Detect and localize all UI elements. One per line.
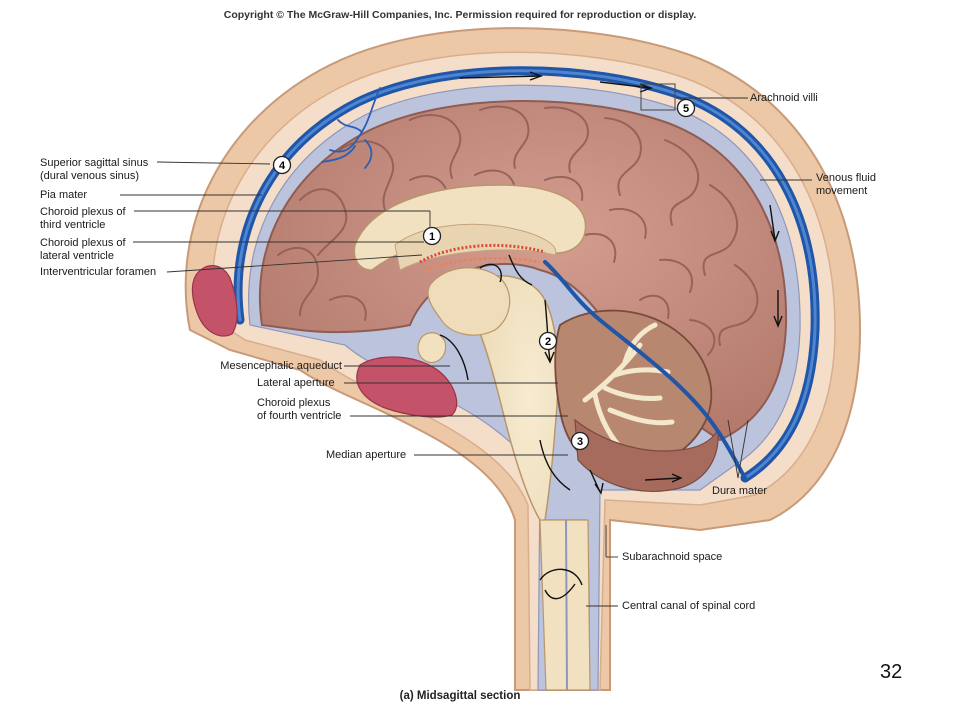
step-marker-5-text: 5 — [683, 103, 689, 115]
label-central-canal: Central canal of spinal cord — [622, 600, 756, 612]
label-subarachnoid-space: Subarachnoid space — [622, 551, 723, 563]
diencephalon — [427, 267, 511, 336]
label-superior-sagittal-sinus: Superior sagittal sinus (dural venous si… — [40, 157, 149, 182]
step-marker-1: 1 — [422, 226, 442, 246]
step-marker-1-text: 1 — [429, 231, 435, 243]
page-number: 32 — [880, 661, 903, 683]
label-dura-mater: Dura mater — [712, 485, 768, 497]
label-choroid-plexus-third-ventricle: Choroid plexus of third ventricle — [40, 206, 126, 231]
label-choroid-plexus-fourth-ventricle: Choroid plexus of fourth ventricle — [257, 397, 342, 422]
flow-arrows — [439, 71, 783, 600]
arachnoid-villi-box — [640, 83, 676, 111]
label-mesencephalic-aqueduct: Mesencephalic aqueduct — [220, 360, 342, 372]
choroid-plexus-third — [424, 257, 541, 272]
central-canal — [565, 519, 568, 691]
straight-sinus — [543, 260, 747, 480]
label-interventricular-foramen: Interventricular foramen — [40, 266, 157, 278]
label-arachnoid-villi: Arachnoid villi — [750, 92, 818, 104]
step-marker-4-text: 4 — [279, 160, 286, 172]
figure-caption: (a) Midsagittal section — [399, 690, 521, 702]
step-marker-3-text: 3 — [577, 436, 583, 448]
label-choroid-plexus-lateral-ventricle: Choroid plexus of lateral ventricle — [40, 237, 126, 262]
step-marker-2: 2 — [538, 331, 558, 351]
step-marker-4: 4 — [272, 155, 292, 175]
surface-veins — [321, 87, 381, 169]
label-median-aperture: Median aperture — [326, 449, 407, 461]
label-venous-fluid-movement: Venous fluid movement — [816, 172, 876, 197]
leader-lines — [120, 97, 812, 607]
step-marker-2-text: 2 — [545, 336, 551, 348]
spinal-cord — [539, 519, 591, 691]
step-marker-3: 3 — [570, 431, 590, 451]
step-marker-5: 5 — [676, 98, 696, 118]
gyri — [277, 105, 759, 356]
copyright-notice: Copyright © The McGraw-Hill Companies, I… — [223, 9, 697, 21]
label-lateral-aperture: Lateral aperture — [257, 377, 335, 389]
pituitary — [417, 332, 447, 364]
label-pia-mater: Pia mater — [40, 189, 88, 201]
choroid-plexus-lateral — [419, 243, 546, 264]
sphenoid-sinus — [356, 356, 458, 418]
cerebellum — [554, 309, 713, 471]
